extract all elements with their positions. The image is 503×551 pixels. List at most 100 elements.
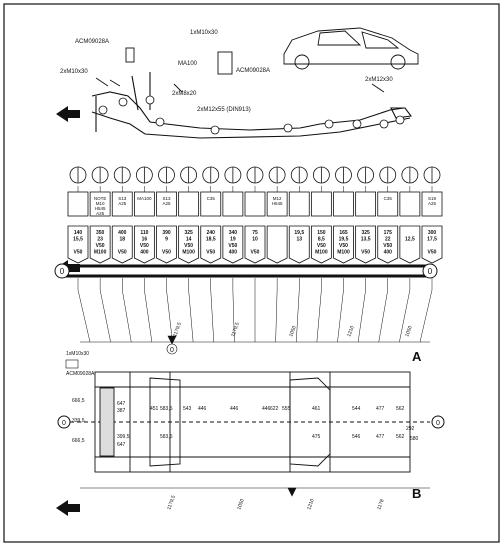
fan-line xyxy=(337,289,344,343)
station-bottom-label: 400 xyxy=(118,230,127,236)
fan-line xyxy=(275,289,278,343)
plan-inner-dim: 583,5 xyxy=(160,434,173,440)
station-top-label: A25 xyxy=(162,201,171,206)
bottom-dim-label: 1210 xyxy=(306,498,316,511)
plan-inner-dim: 562 xyxy=(396,434,405,440)
station-top-label: H545 xyxy=(95,206,106,211)
station-bottom-box xyxy=(244,225,266,264)
plan-inner-dim: 477 xyxy=(376,406,385,412)
station-bottom-label: V50 xyxy=(118,250,127,256)
fan-line xyxy=(378,289,388,343)
plan-inner-dim: 562 xyxy=(396,406,405,412)
fan-line xyxy=(99,289,111,343)
dimension-line-top: 0 xyxy=(80,335,430,355)
station-bottom-label: 75 xyxy=(252,230,258,236)
station-bottom-label: V50 xyxy=(206,250,215,256)
datum-marker-bottom xyxy=(287,487,297,497)
zero-mark-top: 0 xyxy=(170,347,174,354)
station-top-label: M10 xyxy=(96,201,105,206)
callout-ma100: MA100 xyxy=(178,61,198,67)
station-bottom-label: 19,5 xyxy=(294,230,304,236)
plan-inner-dim: 446 xyxy=(262,406,271,412)
callout-m8x20: 2xM8x20 xyxy=(172,91,197,97)
station-bottom-label: 165 xyxy=(339,230,348,236)
station-bottom-label: 13,5 xyxy=(361,237,371,243)
plan-zero-marks: 0 0 xyxy=(57,415,445,429)
fan-line xyxy=(232,289,235,343)
plan-inner-dim: 622 xyxy=(270,406,279,412)
station-bottom-label: V50 xyxy=(339,243,348,249)
station-top-label: A25 xyxy=(118,201,127,206)
station-top-box xyxy=(399,191,421,217)
station-bottom-label: V50 xyxy=(74,250,83,256)
station-bottom-label: 140 xyxy=(74,230,83,236)
fan-line xyxy=(77,289,91,343)
station-bottom-label: 8,5 xyxy=(318,237,325,243)
station-row: 14015,5V50NOTEM10H545A2535023V50M100S13A… xyxy=(67,166,443,264)
station-bottom-label: 340 xyxy=(229,230,238,236)
station-bottom-label: V50 xyxy=(317,243,326,249)
station-top-label: H545 xyxy=(272,201,283,206)
station-bottom-box xyxy=(89,225,111,264)
station-top-box xyxy=(222,191,244,217)
station-bottom-label: V50 xyxy=(162,250,171,256)
bottom-dim-label: 1178 xyxy=(376,498,385,510)
side-profile xyxy=(91,72,413,139)
station-top-label: C35 xyxy=(207,196,216,201)
station-bottom-box xyxy=(421,225,443,264)
top-dim-label: 1050 xyxy=(404,325,414,338)
station-bottom-box xyxy=(111,225,133,264)
station-top-label: MA100 xyxy=(137,196,152,201)
top-dim-label: 1050 xyxy=(288,325,298,338)
bolt-icons xyxy=(95,47,385,93)
station-bottom-label: 9 xyxy=(165,237,168,243)
station-bottom-label: V50 xyxy=(184,243,193,249)
station-top-label: A25 xyxy=(96,211,105,216)
station-bottom-label: 175 xyxy=(384,230,393,236)
station: 12,5 xyxy=(399,166,421,264)
reference-bars: 0 0 xyxy=(54,263,438,279)
datum-marker-top xyxy=(167,335,177,345)
station-bottom-label: 240 xyxy=(207,230,216,236)
station-bottom-label: V50 xyxy=(251,250,260,256)
station-top-label: NOTE xyxy=(94,196,107,201)
bottom-dim-label: 1179,5 xyxy=(166,494,177,510)
station-bottom-label: 16 xyxy=(142,237,148,243)
station-bottom-label: 17,5 xyxy=(427,237,437,243)
station-bottom-label: 150 xyxy=(317,230,326,236)
fan-line xyxy=(166,289,173,343)
station-bottom-label: V50 xyxy=(361,250,370,256)
station-bottom-label: 390 xyxy=(162,230,171,236)
plan-inner-dim: 461 xyxy=(312,406,321,412)
station-top-box xyxy=(288,191,310,217)
plan-inner-dim: 543 xyxy=(183,406,192,412)
plan-inner-dim: 546 xyxy=(352,434,361,440)
zero-mark-plan-right: 0 xyxy=(436,420,440,427)
fan-line xyxy=(399,289,411,343)
fan-line xyxy=(419,289,433,343)
fan-line xyxy=(188,289,194,343)
station-top-box xyxy=(333,191,354,217)
station-bottom-box xyxy=(156,225,177,264)
fan-lines xyxy=(77,186,433,343)
callout-labels: ACM09028A 1xM10x30 MA100 ACM09028A 2xM10… xyxy=(60,30,393,113)
station-bottom-label: M100 xyxy=(182,250,195,256)
panel-label-a: A xyxy=(412,349,422,364)
station-bottom-label: 400 xyxy=(229,250,238,256)
station-bottom-box xyxy=(310,225,332,264)
station-bottom-box xyxy=(67,225,89,264)
station-bottom-box xyxy=(288,225,310,264)
top-dim-label: 1179,5 xyxy=(230,321,241,337)
station-bottom-box xyxy=(355,225,377,264)
station-top-box xyxy=(244,191,266,217)
